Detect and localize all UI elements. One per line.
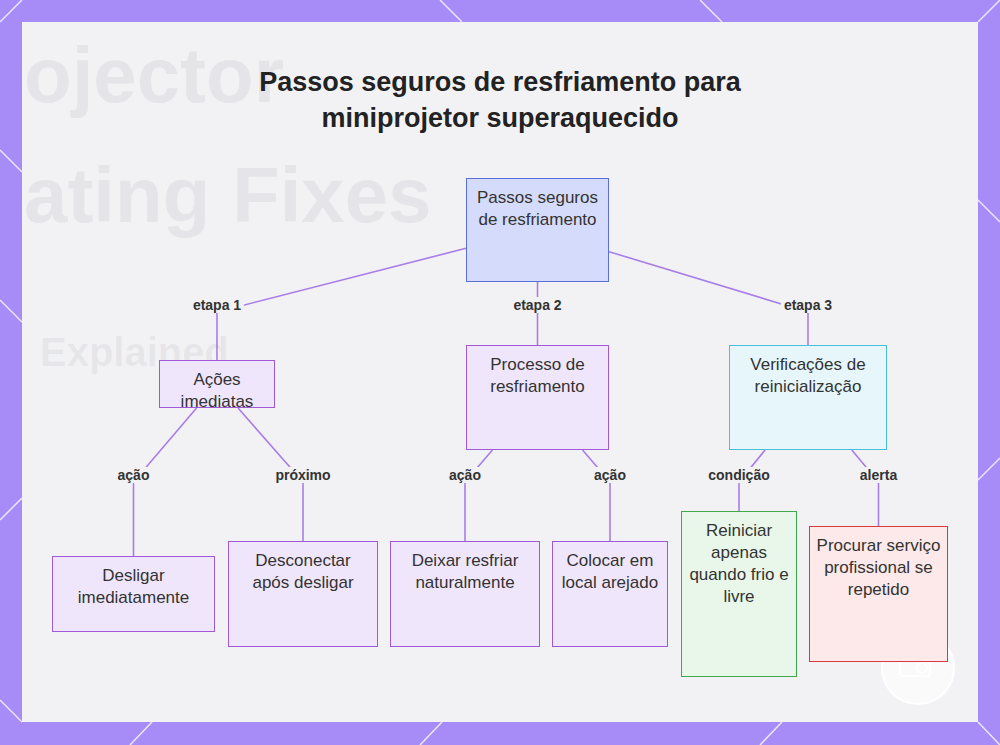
edge-label: próximo <box>272 467 333 483</box>
panel <box>22 22 978 722</box>
process-box: Deixar resfriar naturalmente <box>390 541 540 647</box>
box-label: Colocar em local arejado <box>559 550 661 594</box>
connector-line <box>609 252 808 345</box>
box-label: Passos seguros de resfriamento <box>473 187 602 231</box>
process-box: Reiniciar apenas quando frio e livre <box>681 511 797 677</box>
process-box: Colocar em local arejado <box>552 541 668 647</box>
box-label: Deixar resfriar naturalmente <box>397 550 533 594</box>
process-box: Desconectar após desligar <box>228 541 378 647</box>
watermark: ojector <box>24 30 284 121</box>
process-box: Procurar serviço profissional se repetid… <box>809 526 948 662</box>
watermark: ating Fixes <box>24 150 431 241</box>
connector-line <box>852 450 879 526</box>
process-box: Passos seguros de resfriamento <box>466 178 609 282</box>
box-label: Desligar imediatamente <box>59 565 208 609</box>
box-label: Verificações de reinicialização <box>736 354 880 398</box>
edge-label: ação <box>115 467 153 483</box>
process-box: Processo de resfriamento <box>466 345 609 450</box>
process-box: Verificações de reinicialização <box>729 345 887 450</box>
box-label: Processo de resfriamento <box>473 354 602 398</box>
edge-label: ação <box>446 467 484 483</box>
edge-label: etapa 1 <box>190 297 244 313</box>
connector-line <box>217 248 466 360</box>
box-label: Reiniciar apenas quando frio e livre <box>688 520 790 608</box>
edge-label: ação <box>591 467 629 483</box>
connector-line <box>537 282 539 345</box>
connector-line <box>465 450 492 541</box>
box-label: Ações imediatas <box>166 369 268 413</box>
connector-line <box>583 450 610 541</box>
diagram-title: Passos seguros de resfriamento para mini… <box>200 64 800 136</box>
edge-label: condição <box>705 467 772 483</box>
process-box: Desligar imediatamente <box>52 556 215 632</box>
box-label: Desconectar após desligar <box>235 550 371 594</box>
edge-label: etapa 3 <box>781 297 835 313</box>
edge-label: alerta <box>857 467 900 483</box>
edge-label: etapa 2 <box>510 297 564 313</box>
box-label: Procurar serviço profissional se repetid… <box>816 535 941 601</box>
process-box: Ações imediatas <box>159 360 275 408</box>
